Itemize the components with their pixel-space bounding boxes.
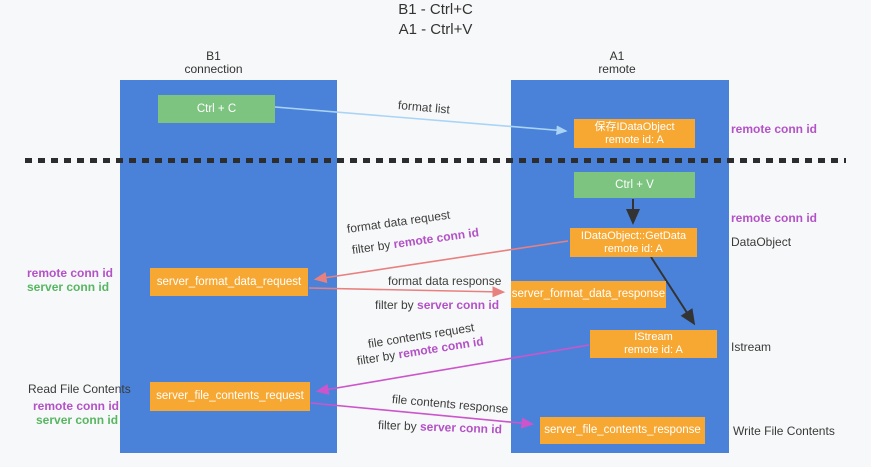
remote-conn-id-highlight: remote conn id	[392, 225, 480, 252]
right-remote-conn-id-top: remote conn id	[731, 122, 818, 136]
left-remote-conn-id-bottom: remote conn id	[33, 399, 120, 413]
title-line-1: B1 - Ctrl+C	[398, 1, 473, 18]
title-line-2: A1 - Ctrl+V	[398, 21, 473, 38]
istream-line1: IStream	[634, 331, 673, 343]
server-file-contents-request-box: server_file_contents_request	[150, 382, 310, 411]
right-remote-conn-id-mid: remote conn id	[731, 211, 818, 225]
dataobject-label: DataObject	[731, 235, 792, 249]
server-format-data-request-label: server_format_data_request	[156, 275, 302, 288]
ctrl-c-label: Ctrl + C	[196, 102, 237, 115]
filter-by-text: filter by	[355, 347, 400, 368]
ctrl-v-label: Ctrl + V	[615, 178, 654, 191]
format-data-response-label: format data response	[388, 274, 502, 288]
server-file-contents-response-box: server_file_contents_response	[540, 417, 705, 444]
lane-b1-name: B1	[206, 49, 221, 63]
filter-by-text: filter by	[375, 298, 418, 312]
istream-side-label: Istream	[731, 340, 772, 354]
save-idataobject-line2: remote id: A	[605, 133, 664, 146]
left-remote-conn-id-top: remote conn id	[27, 266, 114, 280]
lane-header-a1: A1 remote	[509, 50, 725, 76]
istream-box: IStream remote id: A	[590, 330, 717, 358]
save-idataobject-line1: 保存IDataObject	[594, 120, 675, 133]
left-server-conn-id-top: server conn id	[27, 280, 110, 294]
file-contents-response-label: file contents response	[391, 392, 509, 417]
file-contents-response-filter-label: filter by server conn id	[378, 418, 502, 436]
server-format-data-request-box: server_format_data_request	[150, 268, 308, 296]
read-file-contents-label: Read File Contents	[28, 382, 131, 396]
getdata-line2: remote id: A	[604, 242, 663, 255]
write-file-contents-label: Write File Contents	[733, 424, 835, 438]
filter-by-text: filter by	[351, 237, 395, 257]
lane-b1-subtitle: connection	[184, 62, 243, 76]
server-format-data-response-box: server_format_data_response	[511, 281, 666, 308]
save-idataobject-box: 保存IDataObject remote id: A	[574, 119, 695, 148]
format-data-response-arrow	[308, 286, 506, 298]
server-conn-id-highlight: server conn id	[419, 419, 503, 437]
getdata-line1: IDataObject::GetData	[580, 229, 687, 242]
lane-header-b1: B1 connection	[105, 50, 322, 76]
istream-line2: remote id: A	[624, 344, 683, 356]
ctrl-v-box: Ctrl + V	[574, 172, 695, 198]
idataobject-getdata-box: IDataObject::GetData remote id: A	[570, 228, 697, 257]
filter-by-text: filter by	[377, 418, 421, 434]
server-conn-id-highlight: server conn id	[417, 298, 500, 312]
phase-separator-dashed-line	[25, 158, 846, 163]
ctrl-c-box: Ctrl + C	[158, 95, 275, 123]
lane-a1-subtitle: remote	[598, 62, 636, 76]
server-format-data-response-label: server_format_data_response	[511, 288, 666, 300]
server-file-contents-response-label: server_file_contents_response	[544, 424, 701, 436]
server-file-contents-request-label: server_file_contents_request	[156, 390, 304, 402]
format-data-response-filter-label: filter by server conn id	[375, 298, 499, 312]
format-list-label: format list	[397, 98, 451, 117]
diagram-title: B1 - Ctrl+C A1 - Ctrl+V	[0, 0, 871, 40]
left-server-conn-id-bottom: server conn id	[36, 413, 119, 427]
lane-a1-name: A1	[609, 49, 625, 63]
